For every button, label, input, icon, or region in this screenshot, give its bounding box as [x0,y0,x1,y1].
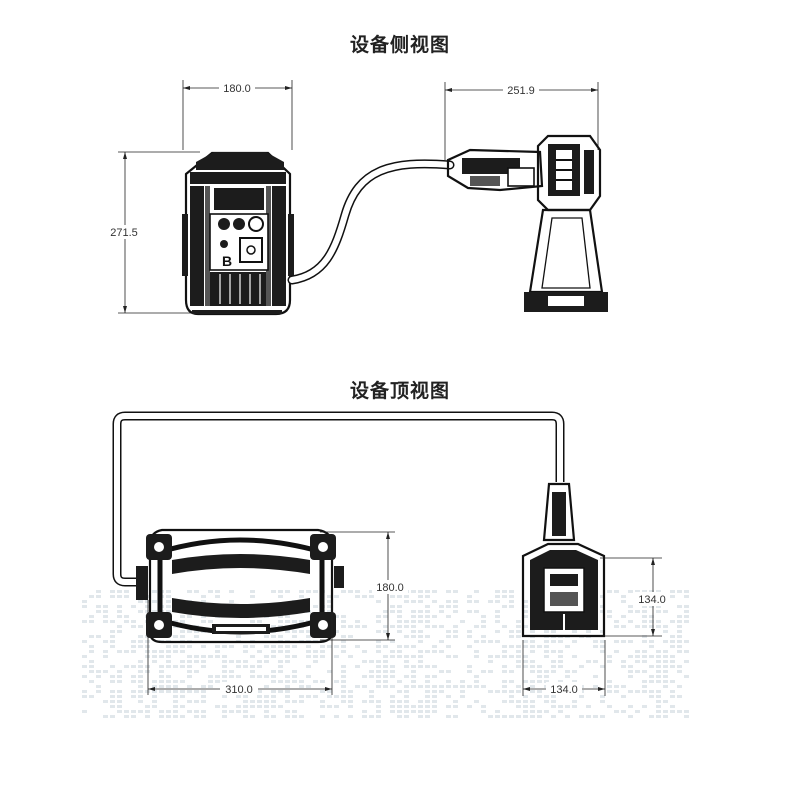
dim-label-310-top: 310.0 [225,684,253,696]
dim-label-271-side: 271.5 [110,227,138,239]
dim-label-180-side: 180.0 [223,83,251,95]
dimension-side-gun-width: 251.9 [444,82,599,160]
dimension-top-gun-width: 134.0 [522,640,606,696]
side-body: B [182,151,294,316]
side-body-lower-grill [210,272,266,306]
side-body-control-panel: B [209,213,269,271]
side-view-title: 设备侧视图 [349,34,450,56]
top-body-corner-bumpers [146,534,336,638]
dimension-top-body-depth: 180.0 [320,531,408,641]
top-body [136,528,344,644]
dimension-side-body-width: 180.0 [182,80,293,150]
body-label-b: B [222,253,232,269]
dimension-side-body-height: 271.5 [106,151,200,314]
side-gun [446,134,608,312]
top-view-title: 设备顶视图 [349,380,450,402]
side-hose [287,159,455,285]
dim-label-134-width: 134.0 [550,684,578,696]
dimension-top-gun-depth: 134.0 [600,557,670,637]
dim-label-180-top: 180.0 [376,582,404,594]
top-gun [521,482,606,638]
side-view-drawing: 180.0 271.5 251.9 [106,80,608,316]
dimension-top-body-width: 310.0 [147,600,333,696]
dim-label-134-depth: 134.0 [638,594,666,606]
top-hose [112,411,565,587]
top-view-drawing: 180.0 310.0 [112,411,670,696]
dim-label-251-side: 251.9 [507,85,535,97]
